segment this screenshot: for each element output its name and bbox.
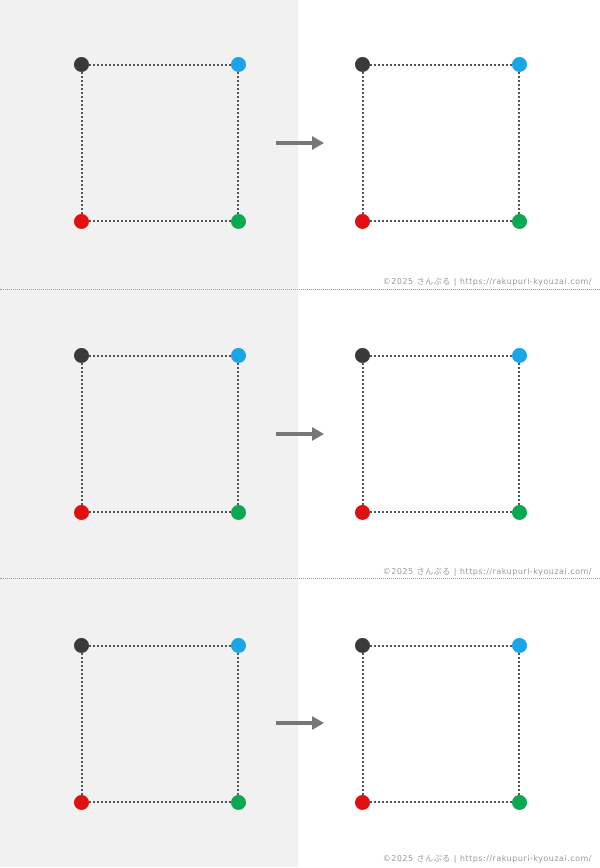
dot-bottom-left xyxy=(74,505,89,520)
dotted-square-left xyxy=(81,645,239,803)
right-arrow-icon xyxy=(276,716,324,730)
left-background xyxy=(0,0,298,867)
panel-divider xyxy=(0,289,600,290)
worksheet-panel-3: ©2025 さんぷる | https://rakupuri-kyouzai.co… xyxy=(0,579,600,868)
dotted-square-left xyxy=(81,64,239,222)
dotted-square-right xyxy=(362,64,520,222)
dot-top-right xyxy=(512,638,527,653)
dot-bottom-left xyxy=(74,795,89,810)
dot-top-left xyxy=(74,348,89,363)
dot-bottom-right xyxy=(231,795,246,810)
worksheet-panel-1: ©2025 さんぷる | https://rakupuri-kyouzai.co… xyxy=(0,0,600,289)
dot-bottom-left xyxy=(355,795,370,810)
panel-divider xyxy=(0,578,600,579)
dot-top-right xyxy=(231,348,246,363)
right-arrow-icon xyxy=(276,427,324,441)
copyright-footer: ©2025 さんぷる | https://rakupuri-kyouzai.co… xyxy=(382,567,592,576)
dot-top-right xyxy=(512,348,527,363)
dot-bottom-right xyxy=(231,214,246,229)
dot-bottom-left xyxy=(74,214,89,229)
dotted-square-right xyxy=(362,355,520,513)
dot-bottom-right xyxy=(231,505,246,520)
dot-top-left xyxy=(355,348,370,363)
dot-top-left xyxy=(355,638,370,653)
right-arrow-icon xyxy=(276,136,324,150)
dotted-square-right xyxy=(362,645,520,803)
dot-bottom-left xyxy=(355,505,370,520)
dotted-square-left xyxy=(81,355,239,513)
dot-bottom-right xyxy=(512,795,527,810)
dot-top-right xyxy=(231,638,246,653)
dot-top-left xyxy=(355,57,370,72)
copyright-footer: ©2025 さんぷる | https://rakupuri-kyouzai.co… xyxy=(382,277,592,286)
worksheet-panel-2: ©2025 さんぷる | https://rakupuri-kyouzai.co… xyxy=(0,290,600,579)
dot-top-right xyxy=(512,57,527,72)
dot-bottom-left xyxy=(355,214,370,229)
copyright-footer: ©2025 さんぷる | https://rakupuri-kyouzai.co… xyxy=(382,854,592,863)
dot-bottom-right xyxy=(512,214,527,229)
dot-top-left xyxy=(74,638,89,653)
dot-bottom-right xyxy=(512,505,527,520)
dot-top-right xyxy=(231,57,246,72)
dot-top-left xyxy=(74,57,89,72)
